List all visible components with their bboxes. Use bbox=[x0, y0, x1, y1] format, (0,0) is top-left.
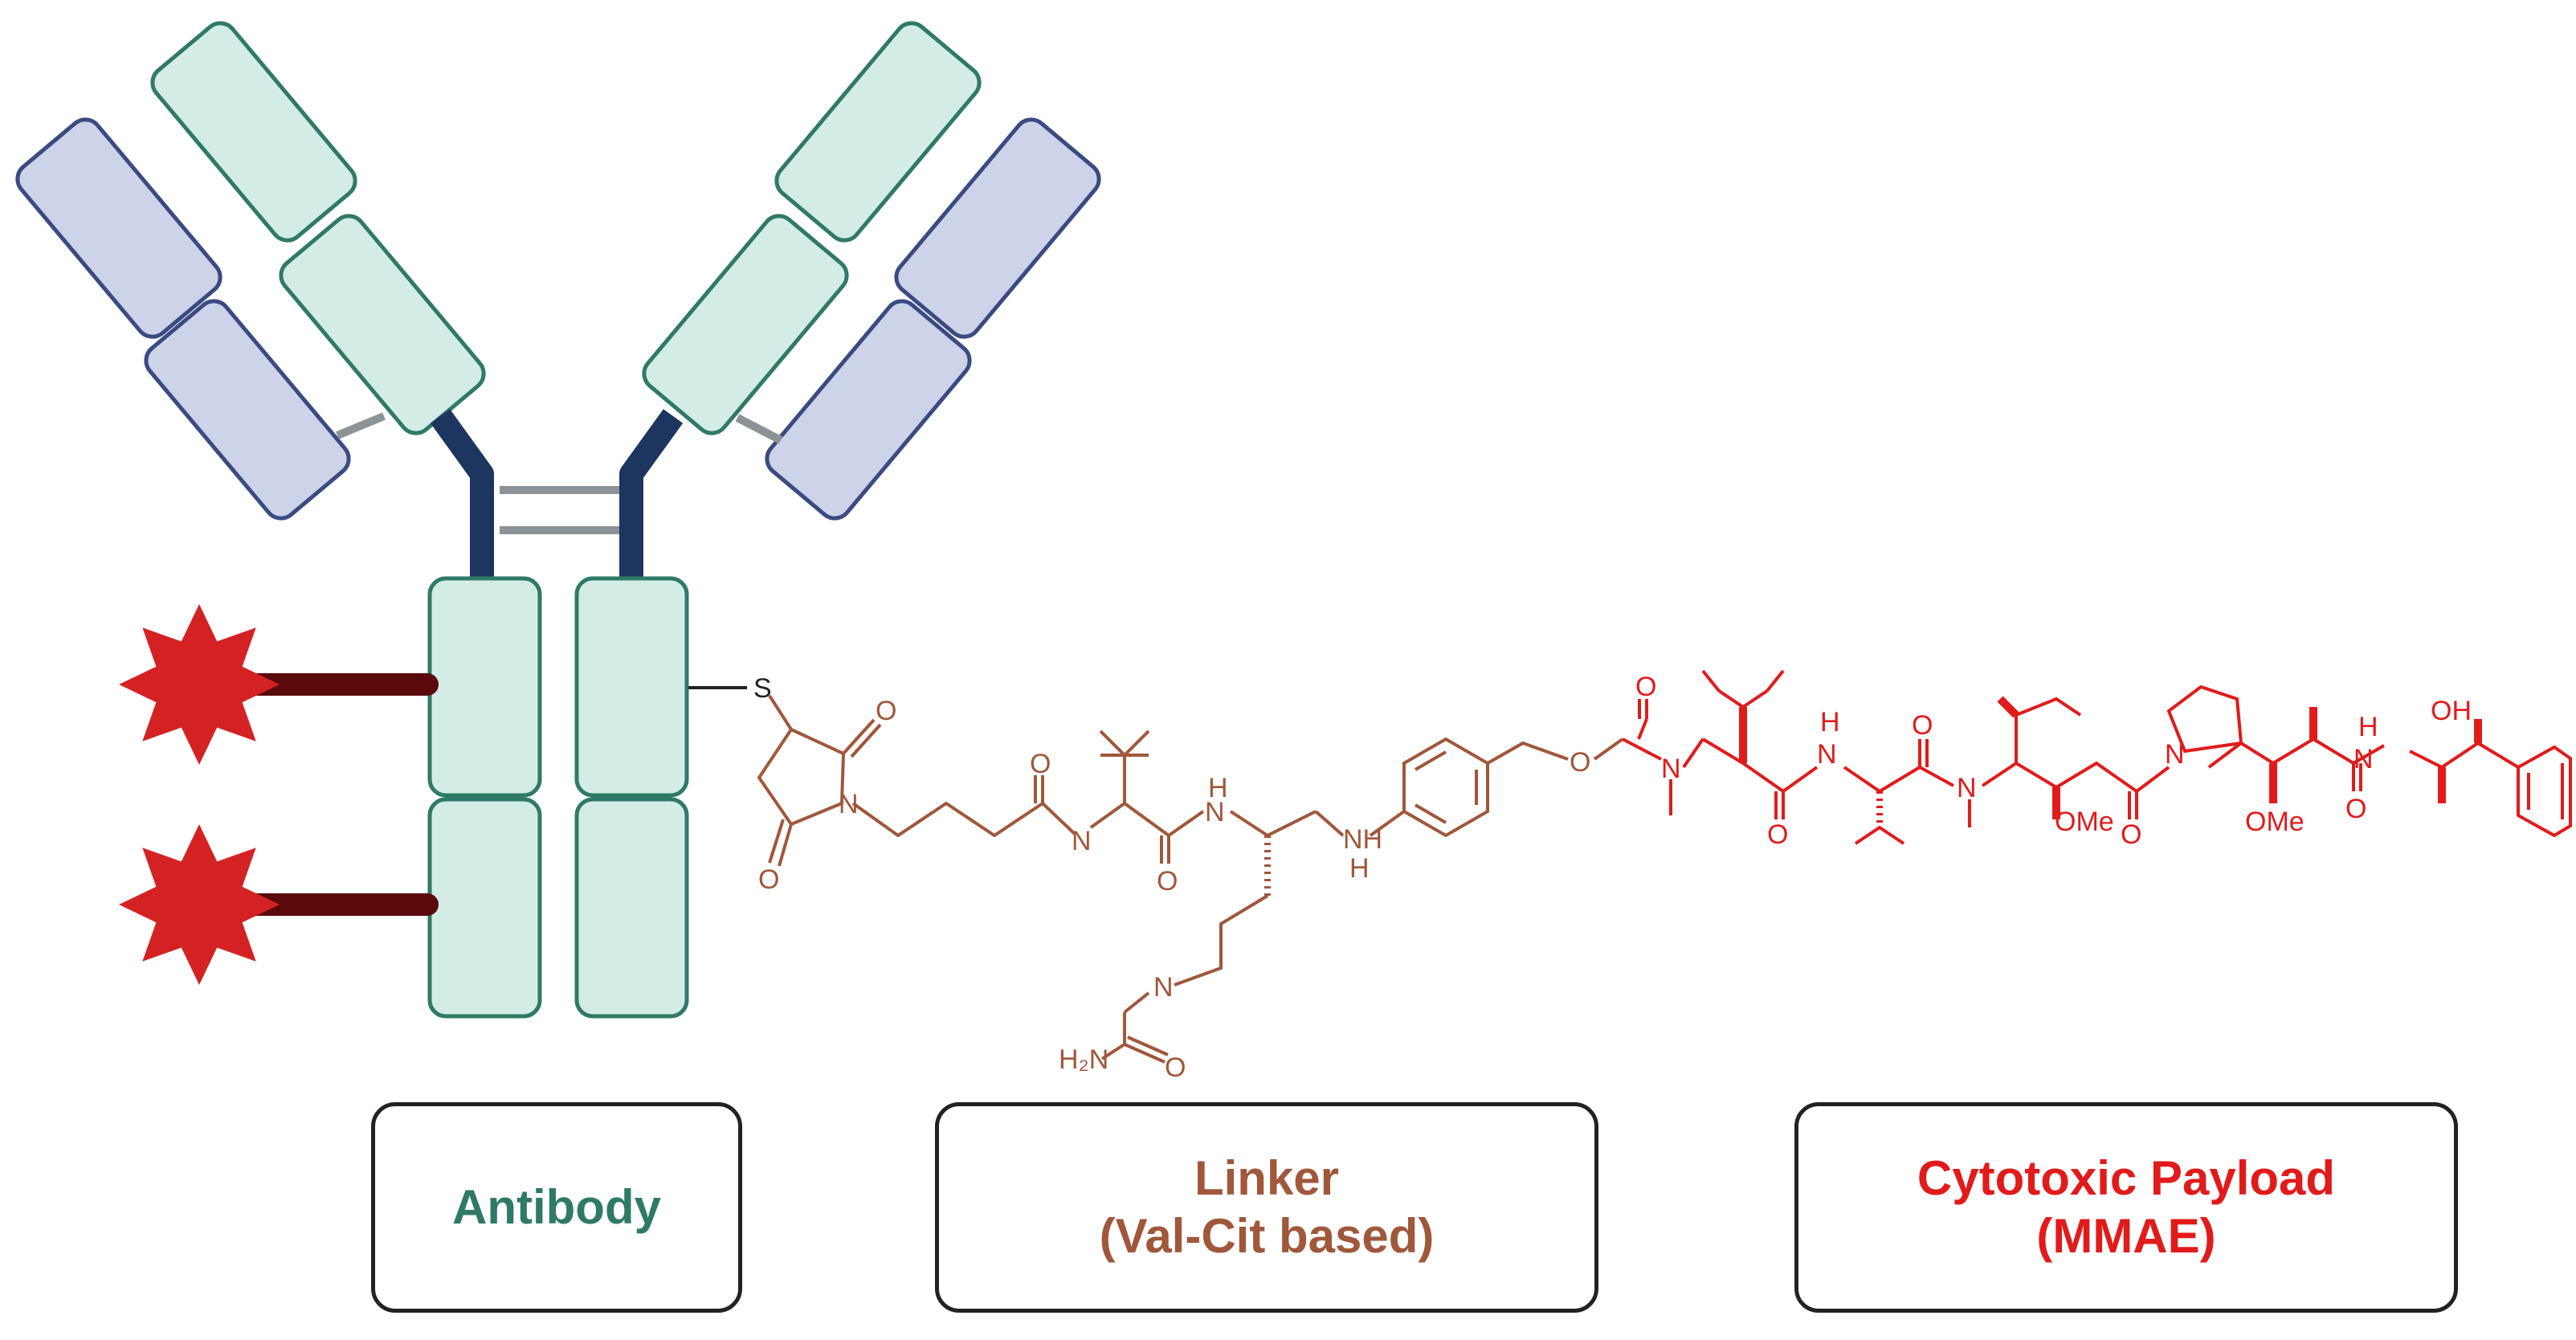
carbamate-o-link: O bbox=[1570, 747, 1590, 778]
right-fab-arm bbox=[642, 21, 1101, 521]
payload-structure bbox=[1622, 669, 2572, 845]
payload-atoms: O N H N O O N OMe O N OMe O H N OH bbox=[1635, 672, 2472, 850]
linker-label-box: Linker (Val-Cit based) bbox=[935, 1102, 1598, 1313]
linker-structure bbox=[757, 718, 1624, 1064]
pab-n-h: H bbox=[1349, 853, 1370, 884]
dil-n: N bbox=[1957, 773, 1977, 803]
hinge-region bbox=[430, 409, 684, 580]
dap-ome: OMe bbox=[2245, 807, 2305, 837]
val2-o: O bbox=[1912, 710, 1933, 741]
mval-n: N bbox=[1661, 754, 1681, 784]
maleimide-o-top: O bbox=[876, 696, 896, 726]
antibody bbox=[15, 21, 1101, 1019]
hinge-left bbox=[430, 409, 494, 580]
cit-n: N bbox=[1205, 797, 1225, 827]
payload-label-title: Cytotoxic Payload bbox=[1917, 1151, 2336, 1205]
antibody-label-box: Antibody bbox=[371, 1102, 742, 1313]
linker-atoms: O N O O N O N H NH H O N H₂N O bbox=[758, 696, 1590, 1083]
dil-o: O bbox=[2121, 819, 2141, 850]
heavy-chain-vh-right bbox=[774, 21, 982, 243]
urea-o: O bbox=[1165, 1052, 1186, 1083]
urea-n: N bbox=[1153, 972, 1174, 1003]
maleimide-o-bottom: O bbox=[758, 864, 779, 895]
payload-label-subtitle: (MMAE) bbox=[2036, 1209, 2216, 1263]
val-nh-n: N bbox=[1817, 739, 1837, 770]
sulfur-atom: S bbox=[753, 673, 772, 704]
heavy-chain-ch1-right bbox=[642, 214, 849, 435]
nor-nh-h: H bbox=[2358, 712, 2378, 742]
drug-icons bbox=[119, 604, 439, 985]
fc-ch2-right bbox=[574, 576, 689, 798]
fc-ch2-left bbox=[427, 576, 542, 798]
interchain-disulfide-right bbox=[735, 414, 783, 444]
payload-label-box: Cytotoxic Payload (MMAE) bbox=[1794, 1102, 2458, 1313]
val-nh-h: H bbox=[1820, 707, 1840, 737]
light-chain-cl-right bbox=[765, 299, 972, 521]
interchain-disulfide-left bbox=[336, 412, 386, 439]
hinge-right bbox=[619, 409, 684, 580]
fc-ch3-right bbox=[574, 797, 689, 1019]
urea-nh2: H₂N bbox=[1059, 1044, 1108, 1075]
thiol-conjugation: S bbox=[688, 673, 793, 731]
val-n: N bbox=[1072, 826, 1092, 856]
heavy-chain-vh-left bbox=[150, 21, 357, 243]
nor-nh-n: N bbox=[2354, 744, 2374, 774]
maleimide-n: N bbox=[839, 789, 859, 819]
drug-star-top bbox=[119, 604, 280, 765]
drug-star-bottom bbox=[119, 824, 280, 985]
linker-label-subtitle: (Val-Cit based) bbox=[1099, 1209, 1435, 1263]
antibody-label: Antibody bbox=[452, 1180, 661, 1234]
dap-o: O bbox=[2345, 794, 2366, 824]
cit-n-h: H bbox=[1208, 773, 1228, 803]
payload-carbamate-o: O bbox=[1635, 672, 1656, 702]
pab-n: NH bbox=[1343, 824, 1382, 855]
light-chain-cl-left bbox=[144, 299, 351, 521]
left-fab-arm bbox=[15, 21, 486, 521]
dil-ome: OMe bbox=[2055, 807, 2114, 837]
val-o: O bbox=[1157, 866, 1178, 897]
fc-ch3-left bbox=[427, 797, 542, 1019]
linker-label-title: Linker bbox=[1194, 1151, 1340, 1205]
fc-region bbox=[427, 576, 689, 1019]
heavy-chain-ch1-left bbox=[279, 214, 486, 435]
hexanoyl-o: O bbox=[1030, 749, 1051, 779]
dap-n: N bbox=[2165, 739, 2185, 770]
nor-oh: OH bbox=[2431, 696, 2472, 726]
light-chain-vl-left bbox=[15, 117, 222, 339]
val-o-payload: O bbox=[1767, 819, 1788, 850]
light-chain-vl-right bbox=[894, 117, 1101, 339]
